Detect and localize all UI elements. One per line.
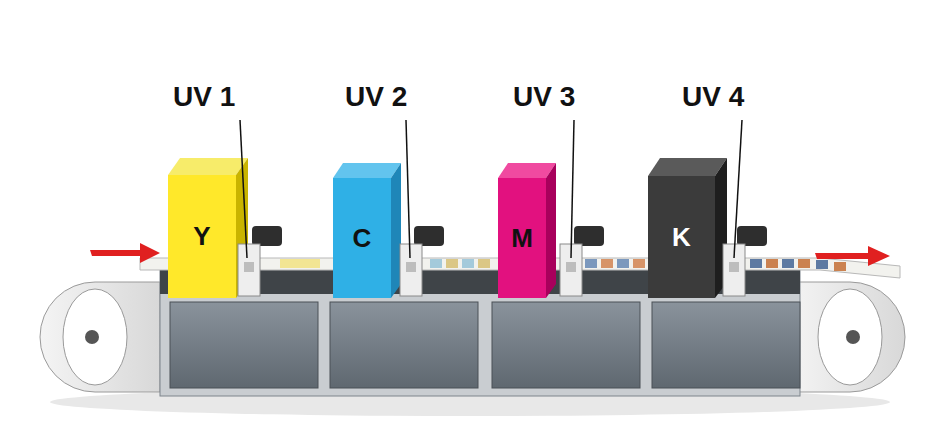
color-letter: K (672, 222, 691, 253)
uv-lamp-label: UV 1 (173, 81, 235, 113)
uv-lamp-label: UV 4 (682, 81, 744, 113)
uv-lamp-label: UV 2 (345, 81, 407, 113)
color-letter: Y (193, 221, 210, 252)
ink-head: M (498, 178, 546, 298)
ink-head: Y (168, 175, 236, 298)
uv-lamp-label: UV 3 (513, 81, 575, 113)
ink-head: K (648, 176, 715, 298)
ink-head: C (333, 178, 391, 298)
color-letter: C (353, 223, 372, 254)
color-letter: M (511, 223, 533, 254)
